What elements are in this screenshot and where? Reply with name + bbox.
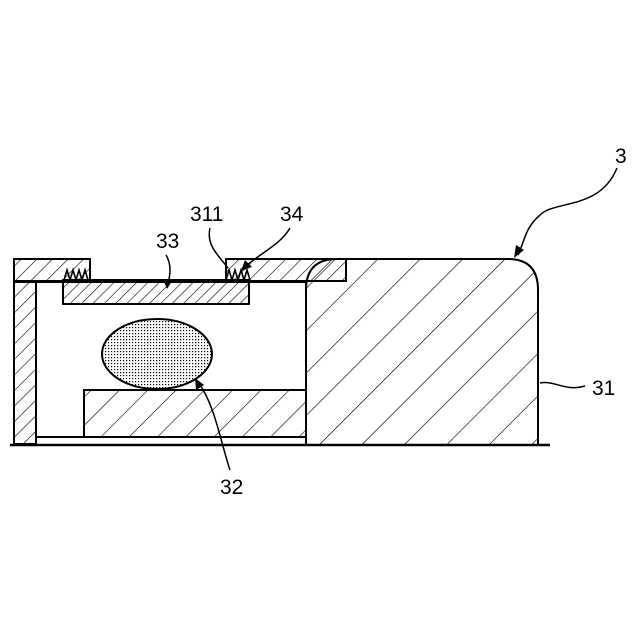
label-assembly: 3 [615,145,627,168]
label-cover: 33 [156,230,179,253]
label-lens: 32 [220,476,243,499]
board [84,390,306,437]
label-spring: 34 [280,203,304,226]
frame-body [306,259,538,445]
label-step: 311 [190,203,223,226]
leader-31 [540,383,585,388]
cover-plate [63,280,249,304]
arrowhead-3 [514,245,524,258]
leader-3 [518,168,617,255]
label-frame: 31 [592,377,615,400]
left-wall [14,282,36,444]
